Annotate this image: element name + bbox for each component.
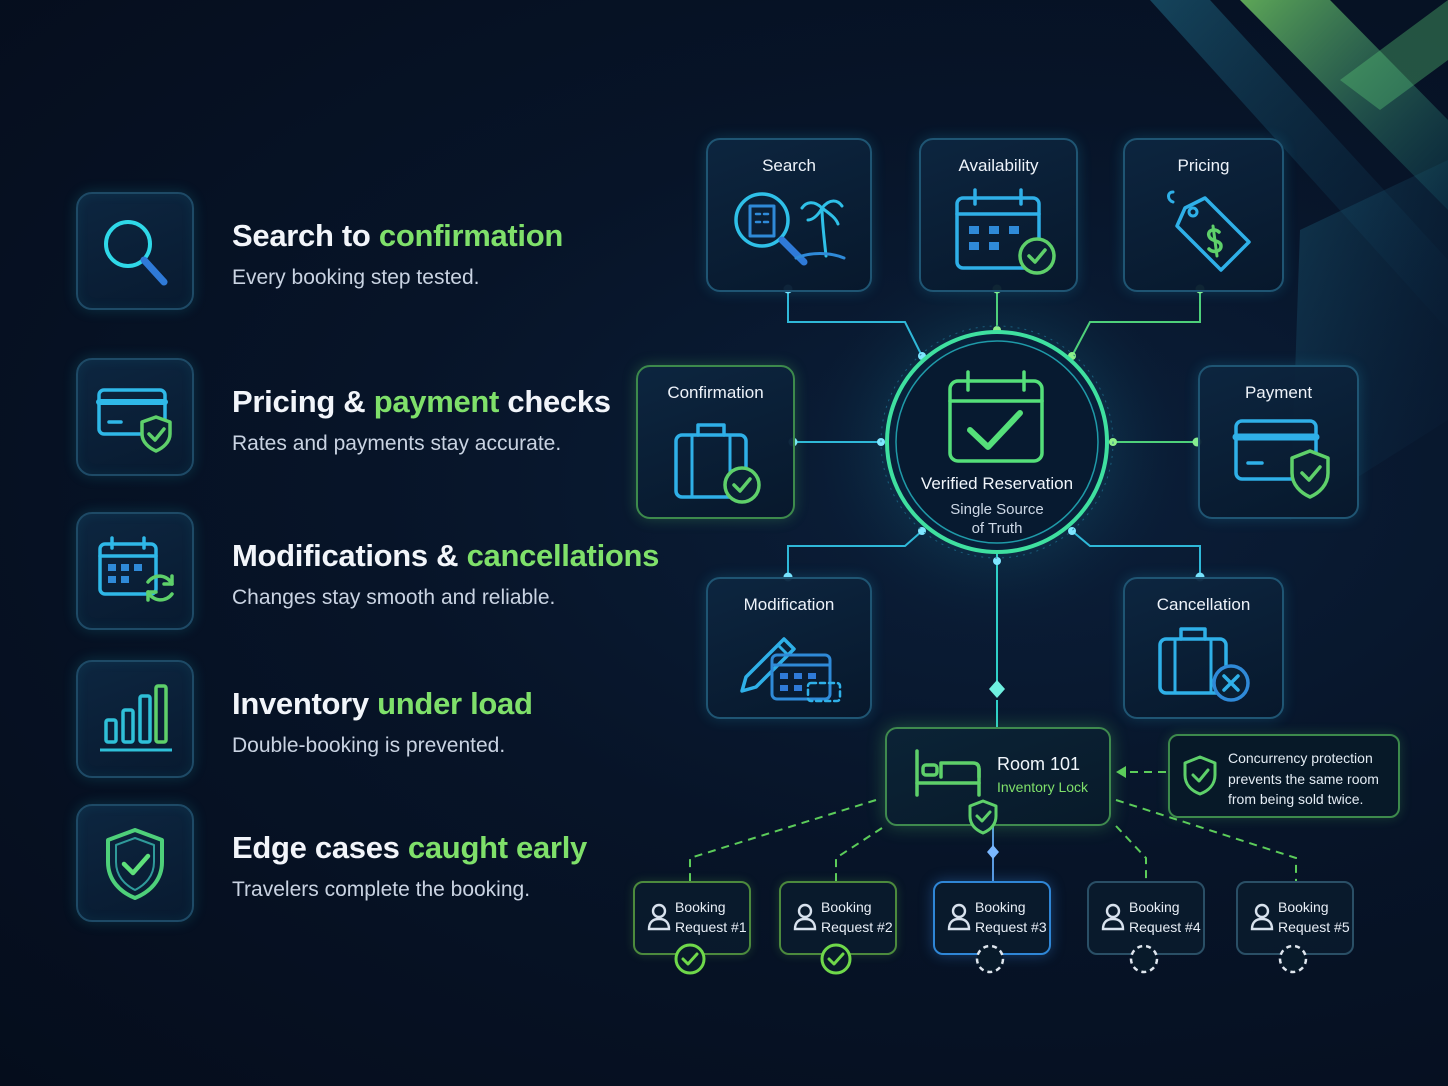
node-label: Confirmation: [667, 383, 764, 402]
room-inventory-lock: Room 101 Inventory Lock: [885, 727, 1111, 835]
confirmed-check-icon: [674, 943, 706, 975]
shield-check-icon: [106, 828, 164, 900]
magnifier-icon: [104, 220, 168, 286]
node-confirmation: Confirmation: [636, 365, 795, 519]
node-availability: Availability: [919, 138, 1078, 292]
feature-title: Modifications & cancellations: [232, 538, 660, 573]
node-label: Availability: [958, 156, 1039, 175]
feature-title: Inventory under load: [232, 686, 533, 721]
person-icon: [1101, 903, 1125, 931]
feature-subtitle: Travelers complete the booking.: [232, 878, 531, 901]
node-label: Modification: [743, 595, 835, 614]
feature-title: Search to confirmation: [232, 218, 564, 253]
feature-subtitle: Changes stay smooth and reliable.: [232, 586, 556, 609]
feature-title: Pricing & payment checks: [232, 384, 611, 419]
credit-card-shield-icon: [1232, 419, 1330, 499]
feature-subtitle: Rates and payments stay accurate.: [232, 432, 562, 455]
feature-icon-box: [76, 804, 194, 922]
concurrency-note: Concurrency protection prevents the same…: [1168, 734, 1400, 818]
price-tag-icon: [1167, 190, 1251, 272]
calendar-check-icon: [955, 188, 1056, 275]
pending-dashed-circle-icon: [975, 944, 1005, 974]
hotel-search-icon: [734, 192, 846, 266]
node-search: Search: [706, 138, 872, 292]
shield-check-icon: [1183, 755, 1217, 796]
node-modification: Modification: [706, 577, 872, 719]
shield-check-icon: [968, 799, 998, 835]
feature-inventory-under-load: Inventory under load Double-booking is p…: [76, 660, 636, 778]
pending-dashed-circle-icon: [1129, 944, 1159, 974]
feature-icon-box: [76, 660, 194, 778]
node-payment: Payment: [1198, 365, 1359, 519]
pencil-calendar-icon: [740, 637, 842, 703]
feature-modifications-cancellations: Modifications & cancellations Changes st…: [76, 512, 659, 630]
feature-icon-box: [76, 358, 194, 476]
node-cancellation: Cancellation: [1123, 577, 1284, 719]
suitcase-cancel-icon: [1158, 627, 1250, 702]
feature-subtitle: Double-booking is prevented.: [232, 734, 506, 757]
node-pricing: Pricing: [1123, 138, 1284, 292]
credit-card-shield-icon: [96, 388, 172, 453]
suitcase-check-icon: [674, 423, 761, 504]
person-icon: [793, 903, 817, 931]
node-label: Cancellation: [1156, 595, 1251, 614]
confirmed-check-icon: [820, 943, 852, 975]
hub-subtitle: Single Source of Truth: [950, 501, 1044, 537]
feature-icon-box: [76, 512, 194, 630]
feature-edge-cases: Edge cases caught early Travelers comple…: [76, 804, 636, 922]
pending-dashed-circle-icon: [1278, 944, 1308, 974]
feature-icon-box: [76, 192, 194, 310]
concurrency-note-text: Concurrency protection prevents the same…: [1228, 750, 1379, 807]
feature-search-to-confirmation: Search to confirmation Every booking ste…: [76, 192, 636, 310]
feature-subtitle: Every booking step tested.: [232, 266, 480, 289]
hub-title: Verified Reservation: [920, 474, 1074, 493]
feature-title: Edge cases caught early: [232, 830, 587, 865]
room-subtitle: Inventory Lock: [997, 779, 1089, 795]
person-icon: [947, 903, 971, 931]
verified-calendar-icon: [948, 370, 1044, 463]
node-label: Search: [762, 156, 816, 175]
feature-pricing-payment: Pricing & payment checks Rates and payme…: [76, 358, 636, 476]
person-icon: [1250, 903, 1274, 931]
calendar-refresh-icon: [98, 536, 174, 602]
bed-icon: [915, 749, 981, 797]
node-label: Payment: [1244, 383, 1313, 402]
bar-chart-icon: [100, 684, 172, 752]
room-title: Room 101: [997, 754, 1081, 774]
person-icon: [647, 903, 671, 931]
node-label: Pricing: [1177, 156, 1230, 175]
